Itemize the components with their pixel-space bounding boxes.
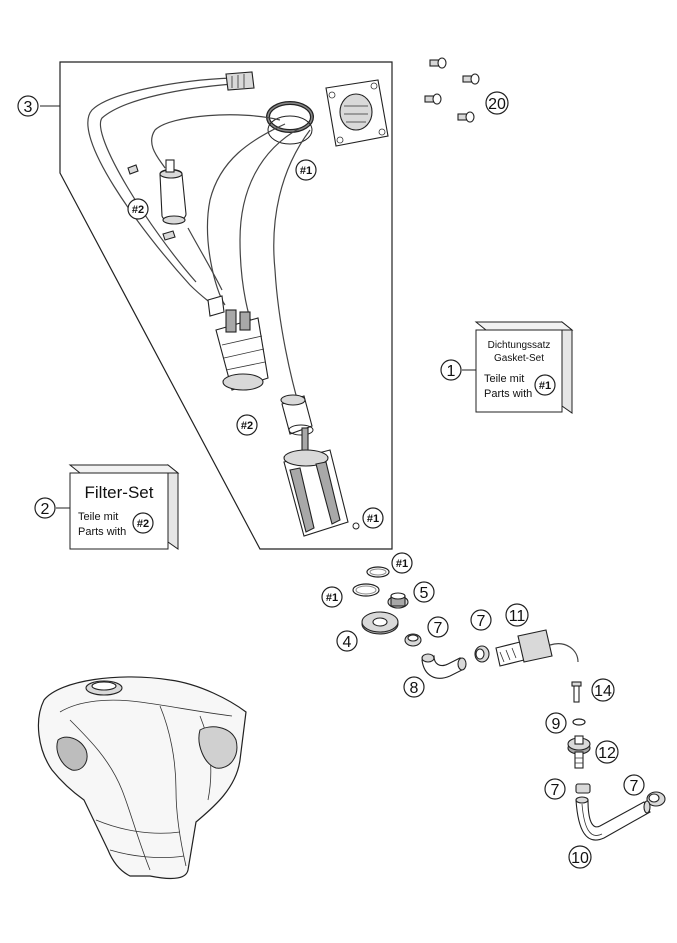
wiring-harness: [87, 71, 255, 313]
svg-text:14: 14: [594, 683, 612, 700]
callout-7c: 7: [544, 778, 566, 800]
callout-3: 3: [17, 95, 39, 117]
o-ring-small: [366, 566, 390, 578]
callout-7d: 7: [623, 774, 645, 796]
svg-text:5: 5: [420, 585, 429, 602]
callout-12: 12: [595, 740, 619, 764]
callout-20: 20: [485, 91, 509, 115]
tag-sleeve: #2: [236, 414, 258, 436]
gasket-box-tag: #1: [539, 380, 551, 392]
callout-4: 4: [336, 630, 358, 652]
hose-clamp-7b: [474, 645, 490, 663]
hose-clamp-7c: [575, 783, 591, 794]
callout-1: 1: [440, 359, 462, 381]
quick-coupling-11: [495, 629, 579, 667]
flange-seal-ring: [266, 101, 314, 145]
svg-text:12: 12: [598, 745, 616, 762]
pin-part-14: [571, 681, 582, 703]
callout-2: 2: [34, 497, 56, 519]
gasket-box-line1: Teile mit: [484, 373, 524, 385]
svg-text:3: 3: [24, 99, 33, 116]
fuel-tank: [37, 676, 247, 880]
svg-text:#1: #1: [300, 165, 312, 177]
fuel-hose-10: [575, 796, 651, 841]
svg-text:10: 10: [571, 850, 589, 867]
svg-text:#1: #1: [326, 592, 338, 604]
callout-7a: 7: [427, 616, 449, 638]
fuel-pump-motor: [283, 427, 360, 537]
svg-text:8: 8: [410, 680, 419, 697]
callout-14: 14: [591, 678, 615, 702]
filter-set-box: Filter-Set Teile mit Parts with #2: [68, 463, 180, 550]
hose-nipple-12: [567, 735, 591, 769]
svg-text:7: 7: [630, 778, 639, 795]
svg-text:11: 11: [509, 608, 526, 625]
filter-box-tag: #2: [137, 518, 149, 530]
gasket-box-line2: Parts with: [484, 388, 532, 400]
filter-box-line1: Teile mit: [78, 511, 118, 523]
pump-flange-plate: [325, 79, 389, 147]
svg-text:#2: #2: [132, 204, 144, 216]
svg-text:#1: #1: [367, 513, 379, 525]
tag-oring-top: #1: [391, 552, 413, 574]
gasket-box-title-en: Gasket-Set: [494, 353, 544, 364]
svg-text:9: 9: [552, 716, 561, 733]
o-ring-large: [352, 583, 380, 597]
callout-8: 8: [403, 676, 425, 698]
hose-clamp-7d: [646, 791, 666, 807]
elbow-hose-8: [421, 653, 467, 679]
tag-flange-ring: #1: [295, 159, 317, 181]
o-ring-part-9: [572, 718, 586, 726]
pump-head-unit: [207, 295, 269, 391]
filter-clip-lower: [162, 230, 176, 241]
svg-text:#1: #1: [396, 558, 408, 570]
callout-5: 5: [413, 581, 435, 603]
pump-assembly-frame: [59, 61, 393, 550]
hose-clamp-7a: [404, 633, 422, 647]
svg-text:#2: #2: [241, 420, 253, 432]
tag-pump: #1: [362, 507, 384, 529]
filter-clip-upper: [127, 164, 139, 175]
callout-10: 10: [568, 845, 592, 869]
flange-screws: [424, 57, 480, 123]
svg-text:1: 1: [447, 363, 456, 380]
callout-11: 11: [505, 603, 529, 627]
svg-text:2: 2: [41, 501, 50, 518]
tag-oring-left: #1: [321, 586, 343, 608]
pump-sleeve: [280, 394, 314, 436]
fuel-filter: [159, 159, 187, 225]
gasket-box-title-de: Dichtungssatz: [488, 340, 551, 351]
filter-box-title: Filter-Set: [85, 483, 154, 502]
filter-box-line2: Parts with: [78, 526, 126, 538]
svg-text:7: 7: [434, 620, 443, 637]
callout-9: 9: [545, 712, 567, 734]
callout-7b: 7: [470, 609, 492, 631]
svg-text:20: 20: [488, 96, 506, 113]
svg-text:7: 7: [477, 613, 486, 630]
tag-filter: #2: [127, 198, 149, 220]
nut-part-4: [361, 611, 399, 635]
gasket-set-box: Dichtungssatz Gasket-Set Teile mit Parts…: [474, 320, 574, 414]
svg-text:7: 7: [551, 782, 560, 799]
fitting-part-5: [387, 592, 409, 609]
svg-text:4: 4: [343, 634, 352, 651]
